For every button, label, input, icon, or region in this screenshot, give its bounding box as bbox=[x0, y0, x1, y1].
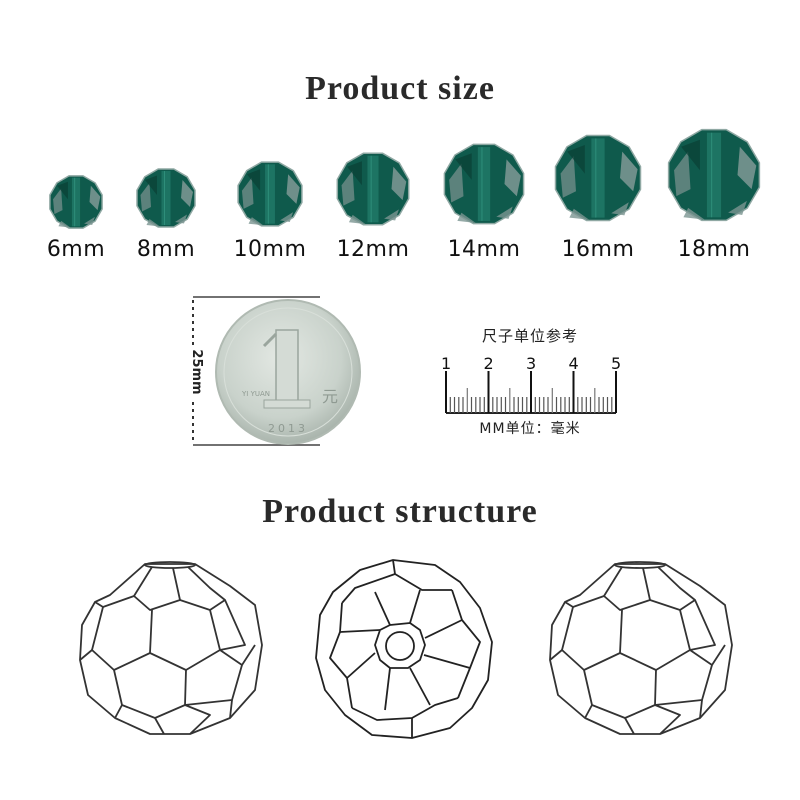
ruler-number: 4 bbox=[568, 354, 579, 373]
crystal-bead-icon bbox=[336, 152, 410, 226]
product-structure-heading: Product structure bbox=[262, 493, 538, 530]
bead-14mm bbox=[443, 143, 525, 230]
bead-size-label: 6mm bbox=[46, 237, 106, 262]
bead-size-label: 16mm bbox=[561, 237, 635, 262]
bead-10mm bbox=[237, 161, 303, 232]
ruler-number: 1 bbox=[441, 354, 452, 373]
bead-size-label: 8mm bbox=[136, 237, 196, 262]
coin-illustration: 25mm 元 YI YUAN 2013 bbox=[189, 296, 361, 446]
ruler-number: 2 bbox=[483, 354, 494, 373]
bead-12mm bbox=[336, 152, 410, 231]
product-size-heading: Product size bbox=[305, 70, 495, 107]
ruler-unit-label: MM单位：毫米 bbox=[479, 421, 581, 437]
ruler-reference: 尺子单位参考 1 2 3 4 5 MM单位：毫米 bbox=[430, 320, 630, 440]
coin-reference: 25mm 元 YI YUAN 2013 bbox=[180, 290, 380, 460]
coin-dimension-label: 25mm bbox=[189, 349, 204, 394]
bead-size-label: 18mm bbox=[677, 237, 751, 262]
ruler-ticks bbox=[445, 371, 617, 414]
bead-16mm bbox=[554, 134, 642, 227]
top-view-diagram bbox=[315, 559, 493, 739]
crystal-bead-icon bbox=[49, 175, 103, 229]
coin-year: 2013 bbox=[268, 422, 308, 435]
crystal-bead-icon bbox=[443, 143, 525, 225]
coin-pinyin: YI YUAN bbox=[241, 390, 270, 398]
side-view-right-diagram bbox=[549, 561, 733, 735]
coin-unit-char: 元 bbox=[322, 387, 338, 406]
side-view-left-diagram bbox=[79, 561, 263, 735]
bead-size-label: 12mm bbox=[336, 237, 410, 262]
crystal-bead-icon bbox=[136, 168, 196, 228]
bead-8mm bbox=[136, 168, 196, 233]
ruler-title: 尺子单位参考 bbox=[481, 327, 578, 345]
ruler-number: 3 bbox=[526, 354, 537, 373]
crystal-bead-icon bbox=[667, 128, 761, 222]
bead-18mm bbox=[667, 128, 761, 227]
bead-size-label: 14mm bbox=[447, 237, 521, 262]
crystal-bead-icon bbox=[554, 134, 642, 222]
bead-size-label: 10mm bbox=[233, 237, 307, 262]
crystal-bead-icon bbox=[237, 161, 303, 227]
ruler-number: 5 bbox=[611, 354, 622, 373]
bead-6mm bbox=[49, 175, 103, 234]
